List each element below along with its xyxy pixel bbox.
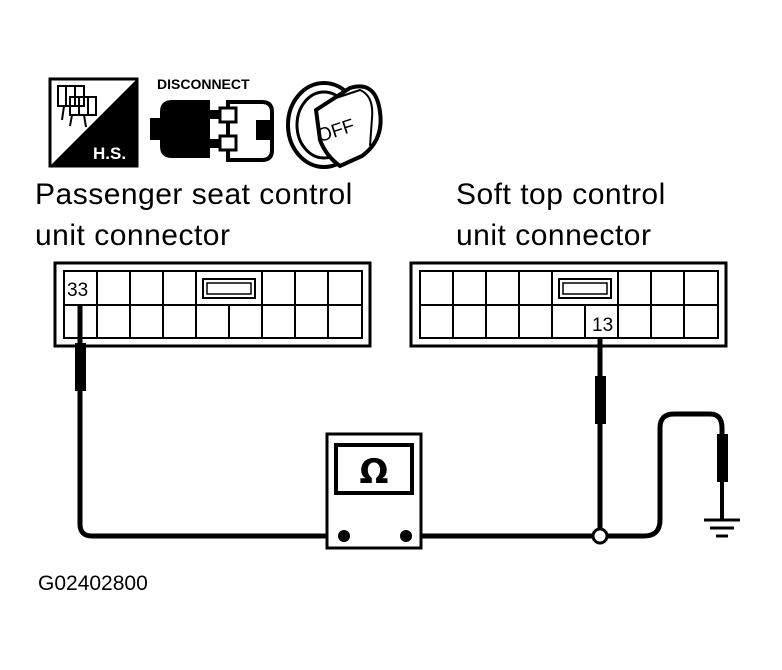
disconnect-icon: DISCONNECT [150,76,274,162]
ground-lead [406,411,725,539]
left-connector-label-line2: unit connector [35,219,230,252]
left-connector-label-line1: Passenger seat control [35,178,353,211]
right-test-probe [595,338,606,528]
right-connector-label-line1: Soft top control [456,178,666,211]
disconnect-label: DISCONNECT [157,76,250,92]
right-pin-number: 13 [592,315,613,336]
meter-terminal-right [400,530,412,542]
junction-point [591,527,609,545]
ohm-symbol: Ω [360,452,389,492]
right-connector-top-dividers [452,271,685,305]
figure-code: G02402800 [38,572,148,595]
ground-probe [717,434,728,519]
right-connector-latch [558,278,612,299]
left-test-probe [75,306,344,539]
right-connector-bottom-dividers [452,305,685,338]
soft-top-connector: 13 [409,261,728,348]
harness-icon-label: H.S. [93,144,126,163]
ignition-key-off-icon: OFF [286,81,383,169]
right-connector-label-line2: unit connector [456,219,651,252]
ground-symbol-icon [704,518,740,538]
ohmmeter: Ω [325,432,423,550]
ohmmeter-display [334,443,414,495]
left-connector-latch [202,278,256,299]
left-connector-bottom-dividers [96,305,329,338]
meter-terminal-left [338,530,350,542]
left-pin-number: 33 [67,280,88,301]
left-connector-top-dividers [96,271,329,305]
harness-connector-icon: H.S. [48,77,139,168]
passenger-seat-connector: 33 [53,261,372,348]
